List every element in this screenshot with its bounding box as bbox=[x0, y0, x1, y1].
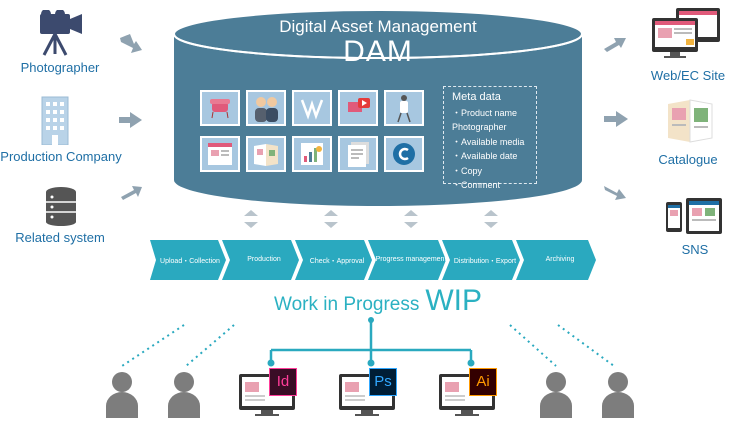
stage-distribution-export: Distribution・Export bbox=[453, 258, 517, 265]
up-down-arrow-icon bbox=[484, 210, 498, 228]
stage-bar bbox=[150, 240, 596, 280]
meta-item: ・Available date bbox=[452, 151, 518, 161]
output-arrows bbox=[604, 38, 628, 200]
thumbnail-grid bbox=[198, 90, 434, 180]
brochure-icon bbox=[246, 136, 286, 172]
source-label-production-company: Production Company bbox=[0, 149, 122, 164]
up-down-arrow-icon bbox=[404, 210, 418, 228]
person-icon bbox=[106, 372, 138, 418]
stage-chevron bbox=[368, 240, 446, 280]
output-label-web-ec-site: Web/EC Site bbox=[650, 68, 726, 83]
vip-logo-icon bbox=[292, 90, 332, 126]
meta-data-box: Meta data ・Product name Photographer ・Av… bbox=[443, 86, 537, 190]
arrow-right-icon bbox=[120, 34, 142, 53]
mobile-devices-icon bbox=[664, 196, 726, 236]
chair-image-icon bbox=[200, 90, 240, 126]
meta-item: ・Available media bbox=[452, 136, 525, 147]
person-icon bbox=[602, 372, 634, 418]
wip-acronym: WIP bbox=[425, 284, 483, 317]
source-label-related-system: Related system bbox=[15, 230, 105, 245]
stage-production: Production bbox=[247, 256, 281, 263]
stage-chevron bbox=[442, 240, 520, 280]
document-stack-icon bbox=[338, 136, 378, 172]
person-icon bbox=[540, 372, 572, 418]
wip-connector bbox=[269, 320, 473, 362]
indesign-workstation: Id bbox=[237, 368, 307, 418]
database-icon bbox=[44, 186, 78, 226]
web-ec-site-icon bbox=[650, 6, 722, 60]
up-down-arrow-icon bbox=[324, 210, 338, 228]
stage-chevron bbox=[516, 240, 596, 280]
web-page-icon bbox=[200, 136, 240, 172]
stage-chevron bbox=[295, 240, 372, 280]
arrow-right-icon bbox=[604, 186, 626, 200]
copyright-icon bbox=[384, 136, 424, 172]
photoshop-app-icon: Ps bbox=[369, 368, 397, 396]
mannequin-icon bbox=[384, 90, 424, 126]
couple-photo-icon bbox=[246, 90, 286, 126]
dam-title: DAM bbox=[343, 35, 413, 68]
meta-item: ・Copy bbox=[452, 165, 483, 176]
wip-connector-dots bbox=[267, 317, 475, 367]
meta-item: ・Product name bbox=[452, 107, 518, 118]
illustrator-workstation: Ai bbox=[437, 368, 507, 418]
stage-chevron bbox=[150, 240, 226, 280]
meta-data-title: Meta data bbox=[452, 91, 501, 103]
arrow-right-icon bbox=[121, 186, 142, 200]
indesign-app-icon: Id bbox=[269, 368, 297, 396]
video-camera-icon bbox=[30, 9, 94, 56]
stage-check-approval: Check・Approval bbox=[309, 258, 365, 265]
output-label-sns: SNS bbox=[681, 242, 709, 257]
meta-item: ・Comment bbox=[452, 180, 501, 190]
arrow-right-icon bbox=[119, 112, 142, 128]
meta-item: Photographer bbox=[452, 122, 507, 132]
video-play-icon bbox=[338, 90, 378, 126]
wip-label: Work in Progress bbox=[274, 294, 420, 315]
catalogue-icon bbox=[664, 96, 716, 146]
dam-subtitle: Digital Asset Management bbox=[279, 17, 477, 36]
output-label-catalogue: Catalogue bbox=[658, 152, 718, 167]
stage-chevron bbox=[222, 240, 299, 280]
office-building-icon bbox=[40, 95, 70, 146]
up-down-arrow-icon bbox=[244, 210, 258, 228]
stage-progress-management: Progress management bbox=[375, 256, 447, 263]
arrow-right-icon bbox=[604, 38, 626, 52]
arrow-right-icon bbox=[604, 111, 628, 127]
stage-archiving: Archiving bbox=[545, 256, 575, 263]
chart-sheet-icon bbox=[292, 136, 332, 172]
illustrator-app-icon: Ai bbox=[469, 368, 497, 396]
stage-upload-collection: Upload・Collection bbox=[160, 258, 220, 265]
people-dotted-lines bbox=[121, 324, 615, 367]
source-label-photographer: Photographer bbox=[20, 60, 100, 75]
input-arrows bbox=[119, 34, 142, 200]
sync-arrows bbox=[244, 210, 498, 228]
photoshop-workstation: Ps bbox=[337, 368, 407, 418]
person-icon bbox=[168, 372, 200, 418]
